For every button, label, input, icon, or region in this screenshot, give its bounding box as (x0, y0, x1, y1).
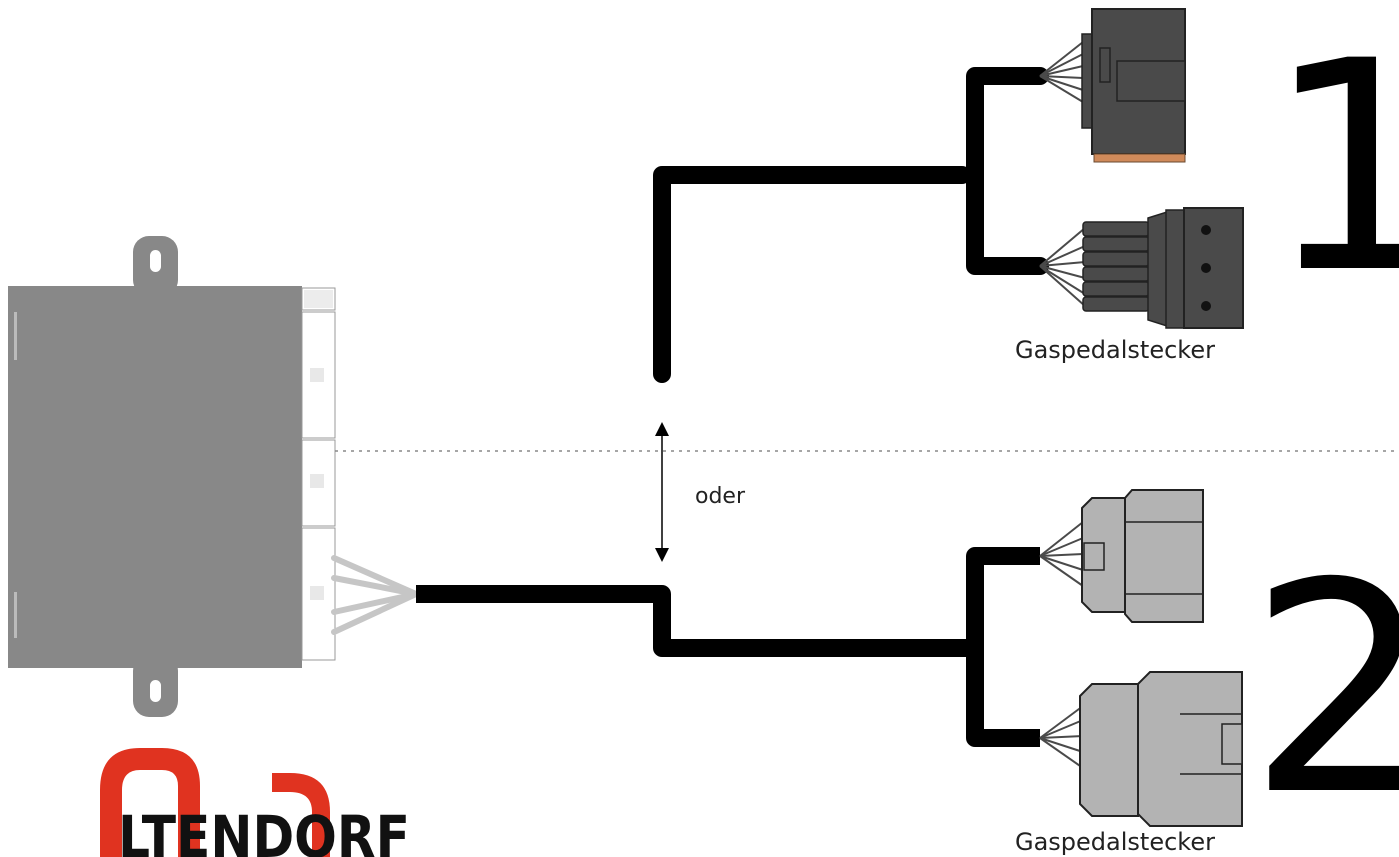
connector-label-bottom: Gaspedalstecker (1015, 828, 1215, 856)
option-number-1: 1 (1265, 0, 1399, 337)
control-module (8, 236, 419, 717)
connector-2b (1039, 671, 1243, 827)
cable-option-2 (416, 547, 1040, 747)
module-wire-fanout (331, 555, 419, 635)
option-number-2: 2 (1248, 522, 1399, 857)
altendorf-logo: LTENDORF (88, 748, 410, 857)
cable-option-1 (653, 67, 1049, 383)
or-double-arrow (655, 422, 669, 562)
connector-1a (1039, 8, 1186, 163)
or-label: oder (695, 484, 746, 509)
mounting-tab-bottom (133, 655, 178, 717)
logo-text: LTENDORF (118, 803, 410, 857)
connector-2a (1039, 489, 1204, 623)
connector-label-top: Gaspedalstecker (1015, 336, 1215, 364)
module-body (8, 286, 302, 668)
mounting-tab-top (133, 236, 178, 296)
connector-1b (1039, 207, 1244, 329)
